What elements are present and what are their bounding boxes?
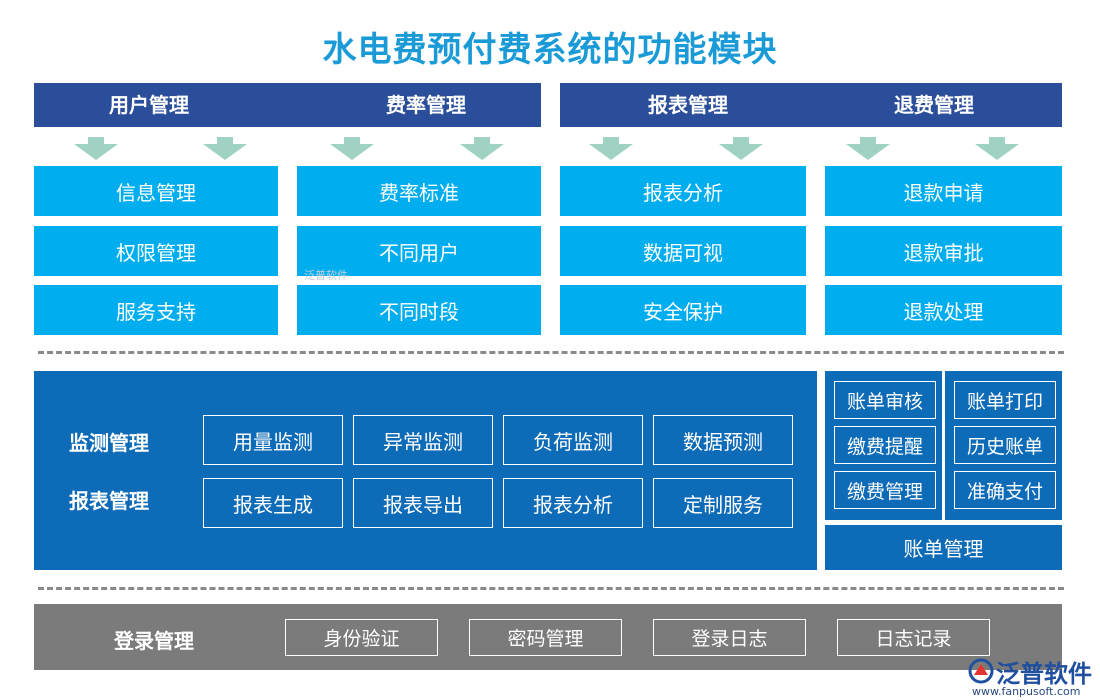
header-bar-left: 用户管理 费率管理	[34, 83, 541, 127]
module-different-users: 不同用户	[297, 226, 541, 276]
brand-logo: 泛普软件 www.fanpusoft.com	[968, 654, 1096, 698]
module-log-records: 日志记录	[837, 619, 990, 656]
arrow-stem-3	[344, 137, 360, 145]
header-user-management: 用户管理	[109, 93, 189, 117]
module-data-forecast: 数据预测	[653, 415, 793, 465]
module-anomaly-monitoring: 异常监测	[353, 415, 493, 465]
module-load-monitoring: 负荷监测	[503, 415, 643, 465]
bill-panel-left: 账单审核 缴费提醒 缴费管理	[825, 371, 942, 520]
monitor-panel: 监测管理 报表管理 用量监测 异常监测 负荷监测 数据预测 报表生成 报表导出 …	[34, 371, 817, 570]
down-arrow-icon	[330, 144, 374, 160]
module-service-support: 服务支持	[34, 285, 278, 335]
module-accurate-payment: 准确支付	[954, 471, 1056, 509]
down-arrow-icon	[975, 144, 1019, 160]
module-password-management: 密码管理	[469, 619, 622, 656]
dashed-divider-top	[38, 351, 1064, 354]
dashed-divider-bottom	[38, 587, 1064, 590]
module-rate-standard: 费率标准	[297, 166, 541, 216]
page-title: 水电费预付费系统的功能模块	[322, 30, 778, 70]
down-arrow-icon	[846, 144, 890, 160]
bill-management-footer: 账单管理	[825, 525, 1062, 570]
module-report-generation: 报表生成	[203, 478, 343, 528]
module-report-analysis: 报表分析	[560, 166, 806, 216]
arrow-stem-8	[989, 137, 1005, 145]
bill-management-label: 账单管理	[903, 537, 984, 561]
brand-logo-url: www.fanpusoft.com	[972, 685, 1081, 698]
down-arrow-icon	[203, 144, 247, 160]
header-rate-management: 费率管理	[386, 93, 466, 117]
header-refund-management: 退费管理	[894, 93, 974, 117]
module-payment-reminder: 缴费提醒	[834, 426, 936, 464]
module-bill-history: 历史账单	[954, 426, 1056, 464]
module-report-analysis-2: 报表分析	[503, 478, 643, 528]
arrow-stem-2	[217, 137, 233, 145]
bill-panel-right: 账单打印 历史账单 准确支付	[945, 371, 1062, 520]
login-panel: 登录管理 身份验证 密码管理 登录日志 日志记录	[34, 604, 1062, 670]
module-info-management: 信息管理	[34, 166, 278, 216]
module-bill-review: 账单审核	[834, 381, 936, 419]
module-different-periods: 不同时段	[297, 285, 541, 335]
monitor-label: 监测管理	[69, 431, 149, 455]
brand-logo-text: 泛普软件	[996, 660, 1092, 688]
module-usage-monitoring: 用量监测	[203, 415, 343, 465]
arrow-stem-1	[88, 137, 104, 145]
module-identity-verification: 身份验证	[285, 619, 438, 656]
arrow-stem-6	[733, 137, 749, 145]
header-bar-right: 报表管理 退费管理	[560, 83, 1062, 127]
module-security-protection: 安全保护	[560, 285, 806, 335]
module-data-visualization: 数据可视	[560, 226, 806, 276]
arrow-stem-5	[603, 137, 619, 145]
brand-logo-icon	[968, 658, 994, 684]
module-report-export: 报表导出	[353, 478, 493, 528]
module-login-log: 登录日志	[653, 619, 806, 656]
module-refund-processing: 退款处理	[825, 285, 1062, 335]
report-label: 报表管理	[69, 489, 149, 513]
module-bill-printing: 账单打印	[954, 381, 1056, 419]
down-arrow-icon	[74, 144, 118, 160]
down-arrow-icon	[719, 144, 763, 160]
login-label: 登录管理	[114, 629, 194, 653]
module-permission-management: 权限管理	[34, 226, 278, 276]
arrow-stem-4	[474, 137, 490, 145]
module-refund-approval: 退款审批	[825, 226, 1062, 276]
arrow-stem-7	[860, 137, 876, 145]
module-custom-service: 定制服务	[653, 478, 793, 528]
watermark-text: 泛普软件	[304, 269, 348, 282]
header-report-management: 报表管理	[648, 93, 728, 117]
module-payment-management: 缴费管理	[834, 471, 936, 509]
module-refund-application: 退款申请	[825, 166, 1062, 216]
down-arrow-icon	[589, 144, 633, 160]
down-arrow-icon	[460, 144, 504, 160]
